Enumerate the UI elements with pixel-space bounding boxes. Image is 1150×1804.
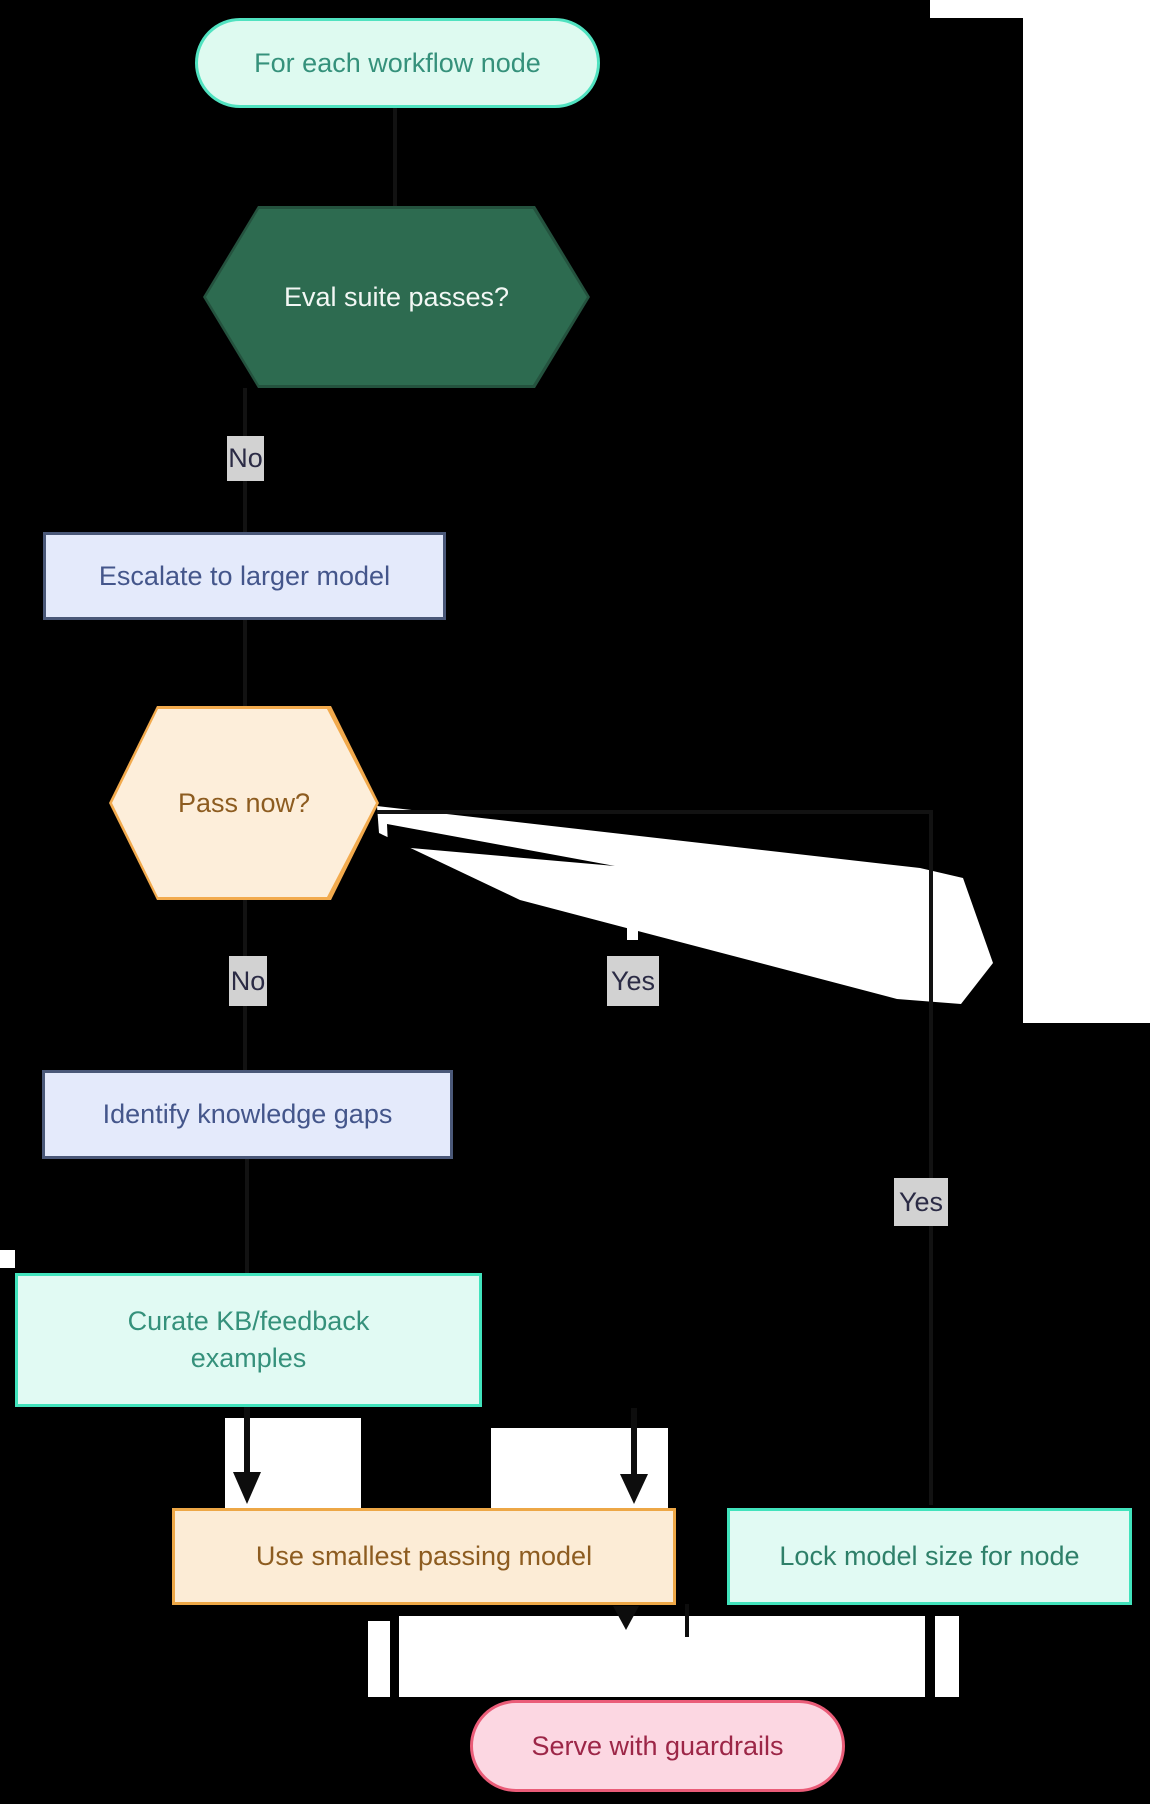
node-escalate-label: Escalate to larger model [98, 560, 391, 591]
node-identify-gaps: Identify knowledge gaps [42, 1070, 453, 1159]
artifact-strip-a [368, 1621, 390, 1697]
arrow-yes-to-use-line [631, 1408, 637, 1475]
edge-label-no-2: No [229, 956, 267, 1006]
node-eval-suite-passes: Eval suite passes? [203, 206, 590, 388]
edge-stub-below-use [685, 1604, 689, 1637]
edge-label-no-1: No [227, 436, 264, 481]
artifact-bottom-rect [399, 1616, 925, 1697]
node-curate-kb: Curate KB/feedback examples [15, 1273, 482, 1407]
node-eval-label: Eval suite passes? [283, 281, 510, 312]
artifact-top-right-strip [930, 0, 1030, 18]
edge-label-yes-right: Yes [894, 1178, 948, 1226]
artifact-tapered-band [377, 806, 993, 1004]
node-serve-label: Serve with guardrails [531, 1730, 784, 1761]
edge-label-text: No [228, 443, 263, 473]
artifact-strip-b [935, 1616, 959, 1697]
node-curate-label-line2: examples [190, 1343, 307, 1373]
node-use-smallest: Use smallest passing model [172, 1508, 676, 1605]
arrow-curate-to-use-line [244, 1407, 250, 1473]
artifact-right-column [1023, 0, 1150, 1023]
node-curate-label-line1: Curate KB/feedback [127, 1306, 370, 1336]
node-lock-size-label: Lock model size for node [779, 1541, 1080, 1571]
node-pass-now: Pass now? [109, 706, 379, 900]
edge-yes-vertical [929, 810, 933, 1505]
artifact-band-notch [387, 824, 615, 866]
node-start: For each workflow node [195, 18, 600, 108]
artifact-bar-mid [491, 1428, 668, 1508]
edge-identify-to-curate [245, 1159, 249, 1273]
node-escalate: Escalate to larger model [43, 532, 446, 620]
arrow-yes-to-use-head [620, 1474, 648, 1504]
artifact-stub-yes-mid [627, 866, 638, 940]
node-pass-now-label: Pass now? [177, 787, 311, 818]
edge-label-yes-mid: Yes [607, 956, 659, 1006]
edge-label-text: Yes [898, 1186, 944, 1217]
hexagon-fill [206, 209, 587, 385]
hexagon-fill [112, 709, 376, 897]
node-lock-size: Lock model size for node [727, 1508, 1132, 1605]
edge-start-to-eval [393, 108, 397, 206]
artifact-left-sliver [0, 1250, 15, 1268]
node-serve: Serve with guardrails [470, 1700, 845, 1792]
edge-escalate-to-pass [243, 620, 247, 706]
edge-label-text: Yes [610, 965, 656, 996]
arrow-curate-to-use-head [233, 1472, 261, 1504]
node-use-smallest-label: Use smallest passing model [255, 1541, 593, 1571]
edge-yes-horizontal [377, 810, 933, 814]
arrow-use-to-serve-head [613, 1606, 639, 1630]
node-start-label: For each workflow node [254, 47, 541, 78]
edge-label-text: No [230, 965, 266, 996]
node-identify-label: Identify knowledge gaps [102, 1099, 393, 1129]
